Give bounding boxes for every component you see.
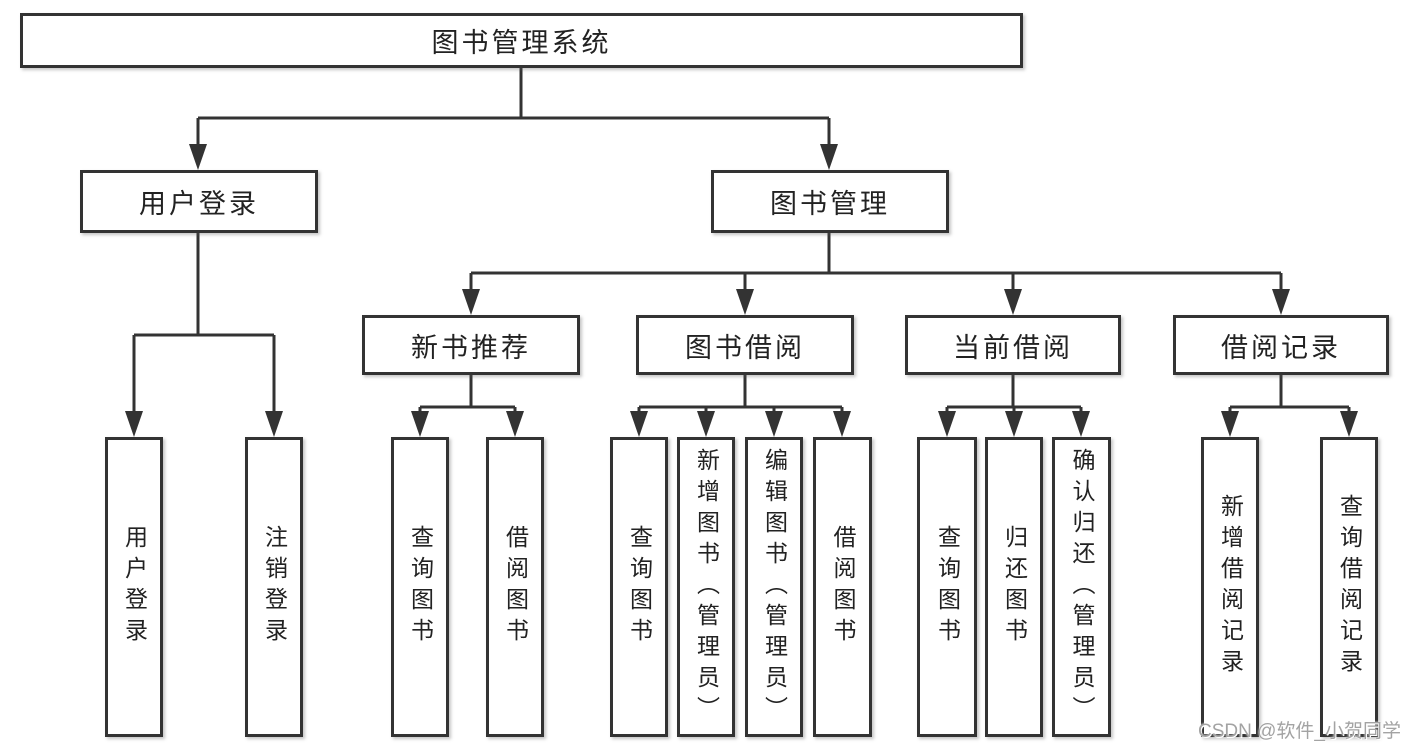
node-user-login: 用户登录 [80,170,318,233]
node-confirm-return-admin: 确认归还（管理员） [1052,437,1111,737]
node-label: 当前借阅 [953,332,1073,363]
node-logout: 注销登录 [245,437,303,737]
node-query-books-borrow: 查询图书 [610,437,668,737]
node-label: 借阅记录 [1221,332,1341,363]
node-query-borrow-record: 查询借阅记录 [1320,437,1378,737]
node-add-borrow-record: 新增借阅记录 [1201,437,1259,737]
node-query-books-recommend: 查询图书 [391,437,449,737]
node-label: 图书管理 [770,189,890,219]
node-library-management-system: 图书管理系统 [20,13,1023,68]
node-query-books-current: 查询图书 [917,437,977,737]
node-label: 确认归还（管理员） [1069,447,1095,727]
node-label: 用户登录 [121,525,148,649]
node-user-login-leaf: 用户登录 [105,437,163,737]
node-label: 新增借阅记录 [1217,494,1244,680]
node-add-book-admin: 新增图书（管理员） [677,437,735,737]
node-new-book-recommend: 新书推荐 [362,315,580,375]
node-edit-book-admin: 编辑图书（管理员） [745,437,803,737]
node-book-borrowing: 图书借阅 [636,315,854,375]
node-label: 查询图书 [934,525,961,649]
node-label: 注销登录 [261,525,288,649]
node-borrowing-records: 借阅记录 [1173,315,1389,375]
node-label: 图书借阅 [685,332,805,363]
node-label: 新书推荐 [411,332,531,363]
node-borrow-books-recommend: 借阅图书 [486,437,544,737]
node-label: 编辑图书（管理员） [761,447,788,727]
node-label: 图书管理系统 [431,28,612,58]
csdn-watermark: CSDN @软件_小贺同学 [1198,721,1401,742]
node-label: 借阅图书 [502,525,529,649]
node-label: 查询图书 [407,525,434,649]
node-return-book: 归还图书 [985,437,1043,737]
node-label: 用户登录 [139,189,259,219]
node-label: 查询借阅记录 [1336,494,1363,680]
node-label: 归还图书 [1001,525,1028,649]
node-label: 查询图书 [626,525,653,649]
node-label: 借阅图书 [830,525,856,649]
node-book-management: 图书管理 [711,170,949,233]
node-current-borrowing: 当前借阅 [905,315,1121,375]
node-label: 新增图书（管理员） [693,447,720,727]
node-borrow-books-borrow: 借阅图书 [813,437,872,737]
